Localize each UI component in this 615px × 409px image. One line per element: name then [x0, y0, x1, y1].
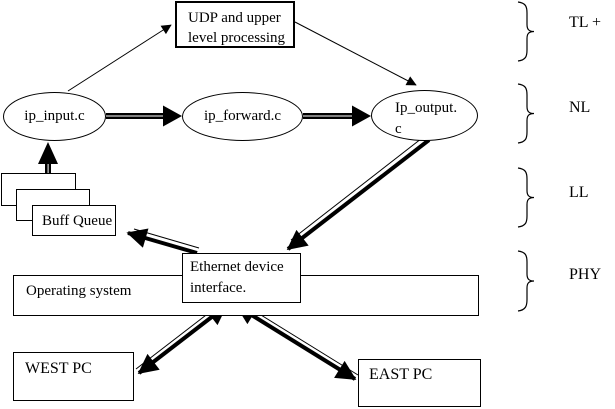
west-pc-label: WEST PC	[25, 360, 92, 377]
arrow-ip-input-to-udp	[67, 24, 172, 92]
buff-queue-label: Buff Queue	[42, 213, 113, 229]
buff-queue-box: Buff Queue	[32, 205, 116, 236]
brace-phy	[517, 250, 535, 312]
arrow-ethernet-to-buff-queue	[126, 228, 200, 255]
ip-output-label-line1: Ip_output.	[395, 100, 458, 116]
ethernet-interface-label: Ethernet device interface.	[190, 259, 284, 296]
ip-input-label: ip_input.c	[24, 108, 85, 124]
arrow-ip-output-to-ethernet	[286, 134, 431, 251]
udp-processing-label: UDP and upper level processing	[188, 10, 286, 46]
ip-output-ellipse: Ip_output. c	[371, 90, 478, 141]
east-pc-label: EAST PC	[369, 366, 433, 383]
brace-tl	[517, 1, 535, 62]
arrow-ip-input-to-ip-forward	[106, 105, 182, 127]
east-pc-box: EAST PC	[358, 359, 481, 407]
west-pc-box: WEST PC	[13, 352, 134, 401]
arrow-ip-forward-to-ip-output	[303, 105, 371, 127]
layer-label-ll: LL	[569, 184, 589, 201]
ip-output-label-line2: c	[395, 121, 402, 137]
ethernet-interface-box: Ethernet device interface.	[182, 253, 301, 303]
ip-input-ellipse: ip_input.c	[3, 92, 106, 141]
ip-forward-ellipse: ip_forward.c	[182, 92, 303, 141]
operating-system-label: Operating system	[26, 283, 132, 299]
ip-forward-label: ip_forward.c	[203, 108, 282, 124]
brace-ll	[517, 167, 535, 228]
layer-label-nl: NL	[569, 99, 591, 116]
layer-label-phy: PHY	[569, 266, 602, 283]
arrow-buff-queue-to-ip-input	[38, 142, 58, 174]
arrow-udp-to-ip-output	[294, 21, 417, 86]
brace-nl	[517, 83, 535, 144]
layer-label-tl: TL +	[569, 14, 601, 31]
udp-processing-box: UDP and upper level processing	[175, 1, 295, 48]
